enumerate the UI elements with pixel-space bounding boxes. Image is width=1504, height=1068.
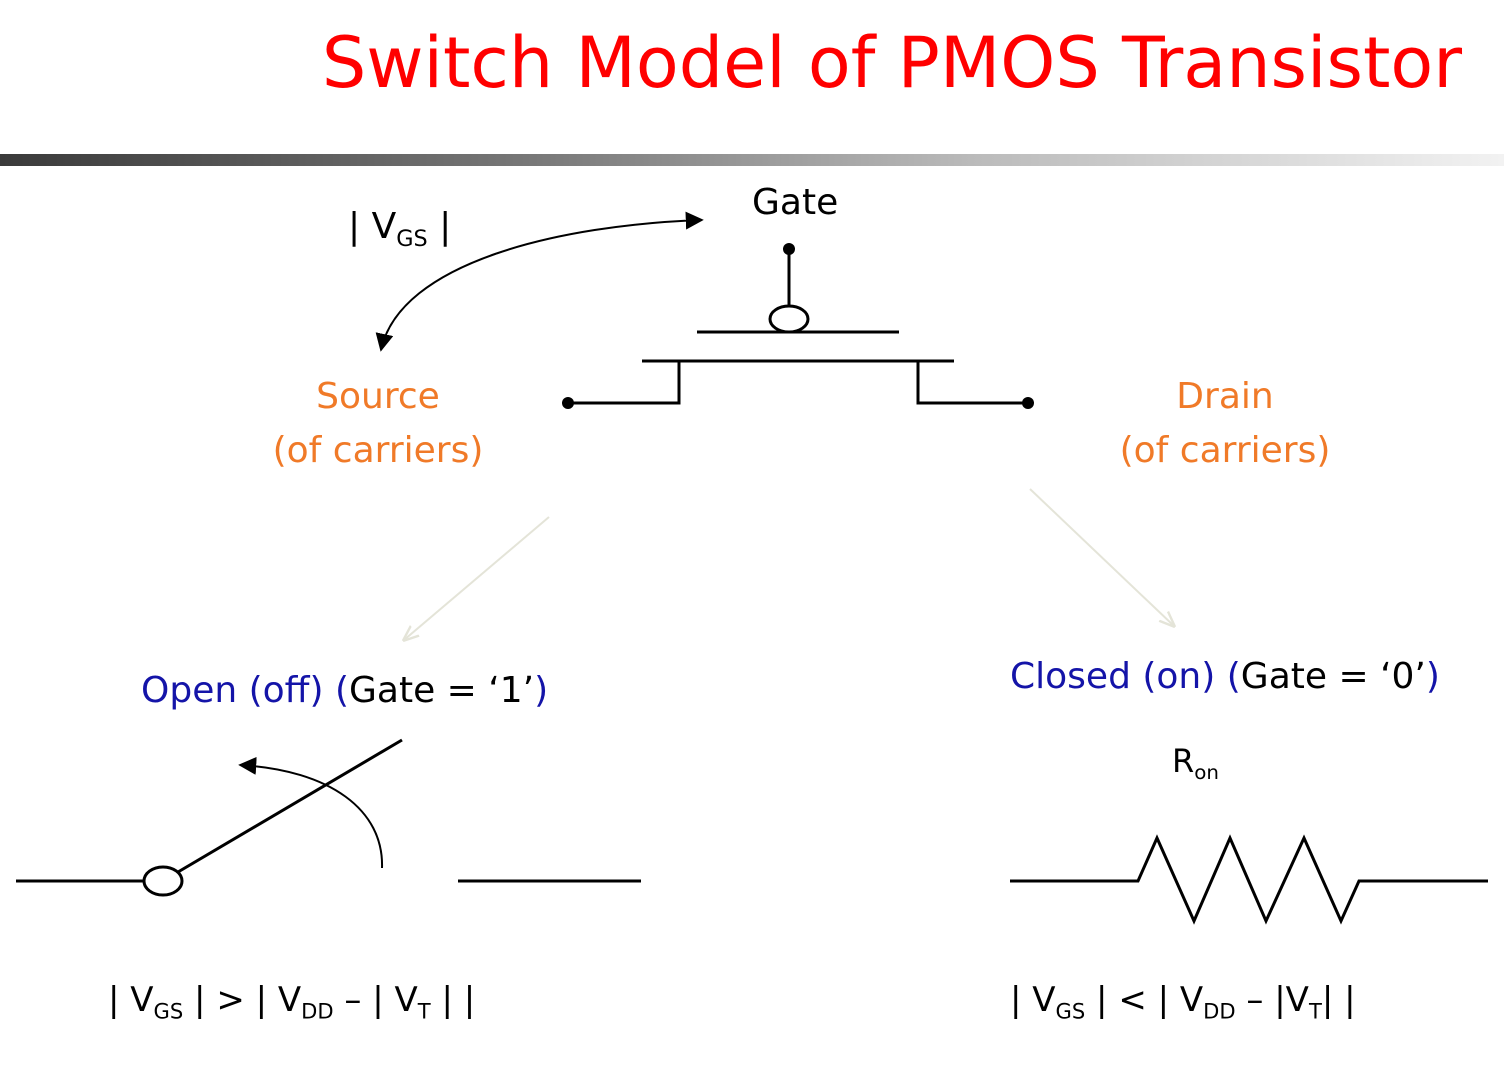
source-terminal-dot [562, 397, 574, 409]
gate-label: Gate [752, 182, 839, 223]
gate-inversion-bubble [768, 304, 810, 334]
closed-gate-condition: Gate = ‘0’ [1240, 656, 1426, 697]
open-switch-symbol [16, 738, 641, 897]
slide-title: Switch Model of PMOS Transistor [321, 22, 1462, 104]
source-label-block: Source (of carriers) [228, 370, 528, 478]
drain-terminal-wire [916, 361, 1028, 405]
ron-main: R [1172, 742, 1195, 780]
switch-motion-arrow [238, 756, 384, 869]
open-cond-part: | > | V [183, 980, 302, 1020]
open-close-paren: ) [534, 670, 549, 711]
closed-state-heading: Closed (on) (Gate = ‘0’) [1010, 656, 1440, 697]
pointer-arrow-closed [1029, 488, 1174, 626]
vgs-label-subscript: GS [396, 225, 428, 252]
closed-cond-part: – |V [1235, 980, 1309, 1020]
closed-cond-part: | | [1321, 980, 1356, 1020]
closed-cond-sub: DD [1203, 998, 1236, 1024]
open-cond-sub: GS [153, 998, 184, 1024]
closed-paren: ( [1226, 656, 1241, 697]
title-divider [0, 154, 1504, 166]
drain-sublabel: (of carriers) [1119, 430, 1331, 471]
open-gate-condition: Gate = ‘1’ [349, 670, 535, 711]
vgs-arrow [375, 211, 704, 352]
ron-subscript: on [1194, 760, 1219, 784]
resistor-symbol [1010, 834, 1488, 925]
switch-pivot [142, 865, 184, 897]
open-paren: ( [334, 670, 350, 711]
open-condition-formula: | VGS | > | VDD – | VT | | [108, 980, 475, 1023]
pointer-arrow-open [404, 516, 550, 640]
open-cond-sub: DD [301, 998, 334, 1024]
closed-condition-formula: | VGS | < | VDD – |VT| | [1010, 980, 1356, 1023]
closed-cond-sub: T [1308, 998, 1322, 1024]
open-state-heading: Open (off) (Gate = ‘1’) [141, 670, 548, 711]
closed-cond-sub: GS [1055, 998, 1086, 1024]
closed-cond-part: | < | V [1085, 980, 1204, 1020]
closed-cond-part: | V [1010, 980, 1056, 1020]
source-sublabel: (of carriers) [272, 430, 484, 471]
pmos-transistor-symbol [562, 243, 1034, 409]
drain-label-block: Drain (of carriers) [1075, 370, 1375, 478]
closed-state-label: Closed (on) [1010, 656, 1216, 697]
open-cond-sub: T [417, 998, 431, 1024]
open-state-label: Open (off) [141, 670, 324, 711]
ron-label: Ron [1172, 742, 1219, 784]
source-terminal-wire [568, 361, 681, 405]
vgs-label-prefix: | V [348, 206, 397, 247]
vgs-label-suffix: | [427, 206, 452, 247]
vgs-label: | VGS | [348, 206, 451, 252]
drain-terminal-dot [1022, 397, 1034, 409]
open-cond-part: | V [108, 980, 154, 1020]
source-label: Source [316, 376, 440, 417]
open-cond-part: | | [430, 980, 476, 1020]
gate-terminal-dot [783, 243, 795, 255]
drain-label: Drain [1176, 376, 1274, 417]
closed-close-paren: ) [1425, 656, 1440, 697]
open-cond-part: – | V [333, 980, 418, 1020]
switch-blade [177, 738, 403, 874]
